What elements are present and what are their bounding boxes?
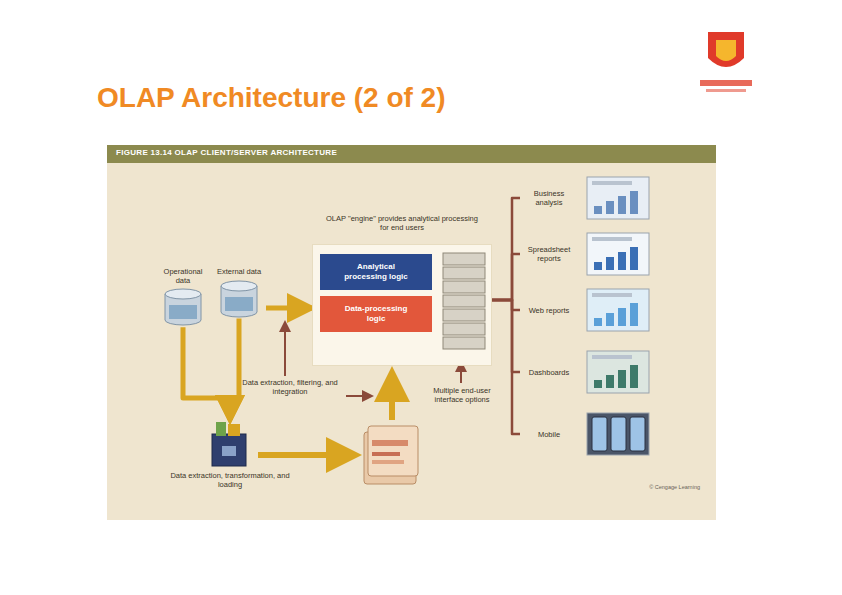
figure-caption-band: FIGURE 13.14 OLAP CLIENT/SERVER ARCHITEC… [116,148,337,157]
olap-server-box: OLAP "engine" provides analytical proces… [312,214,492,366]
node-text: OLAP "engine" provides analytical proces… [312,214,492,232]
node-text: Web reports [520,306,578,315]
logic-box: Data-processing logic [320,296,432,332]
output-option: Dashboards [520,350,660,394]
logic-box: Analytical processing logic [320,254,432,290]
node-text: Analytical processing logic [325,262,427,281]
cylinder-icon [219,279,259,319]
node-text: Dashboards [520,368,578,377]
database-cylinder: Operational data [158,268,208,327]
output-option: Spreadsheet reports [520,232,660,276]
etl-process: Data extraction, transformation, and loa… [170,420,290,489]
screen-icon [586,176,650,220]
node-text: Business analysis [520,189,578,207]
node-text: Spreadsheet reports [520,245,578,263]
screen-icon [586,412,650,456]
olap-gui-stack [441,251,487,351]
connector [230,319,239,420]
callout-label: Multiple end-user interface options [418,386,506,404]
screen-icon [586,350,650,394]
node-text: Data-processing logic [325,304,427,323]
node-text: Operational data [158,268,208,285]
node-text: External data [212,268,266,277]
connector [492,300,520,310]
output-option: Business analysis [520,176,660,220]
cylinder-icon [163,287,203,327]
connector [492,300,520,372]
database-cylinder: External data [212,268,266,319]
copyright-note: © Cengage Learning [590,484,700,491]
data-warehouse-illustration [364,426,418,484]
connector [492,254,520,300]
connector [183,327,230,420]
etl-icon [208,420,252,468]
logo [700,32,752,92]
callout-label: Data extraction, filtering, and integrat… [236,378,344,396]
output-option: Web reports [520,288,660,332]
node-text: Data extraction, transformation, and loa… [170,471,290,489]
connector [492,198,520,300]
connector [492,300,520,434]
connector [266,306,312,311]
output-option: Mobile [520,412,660,456]
page-title: OLAP Architecture (2 of 2) [97,82,446,114]
screen-icon [586,288,650,332]
screen-icon [586,232,650,276]
node-text: Mobile [520,430,578,439]
